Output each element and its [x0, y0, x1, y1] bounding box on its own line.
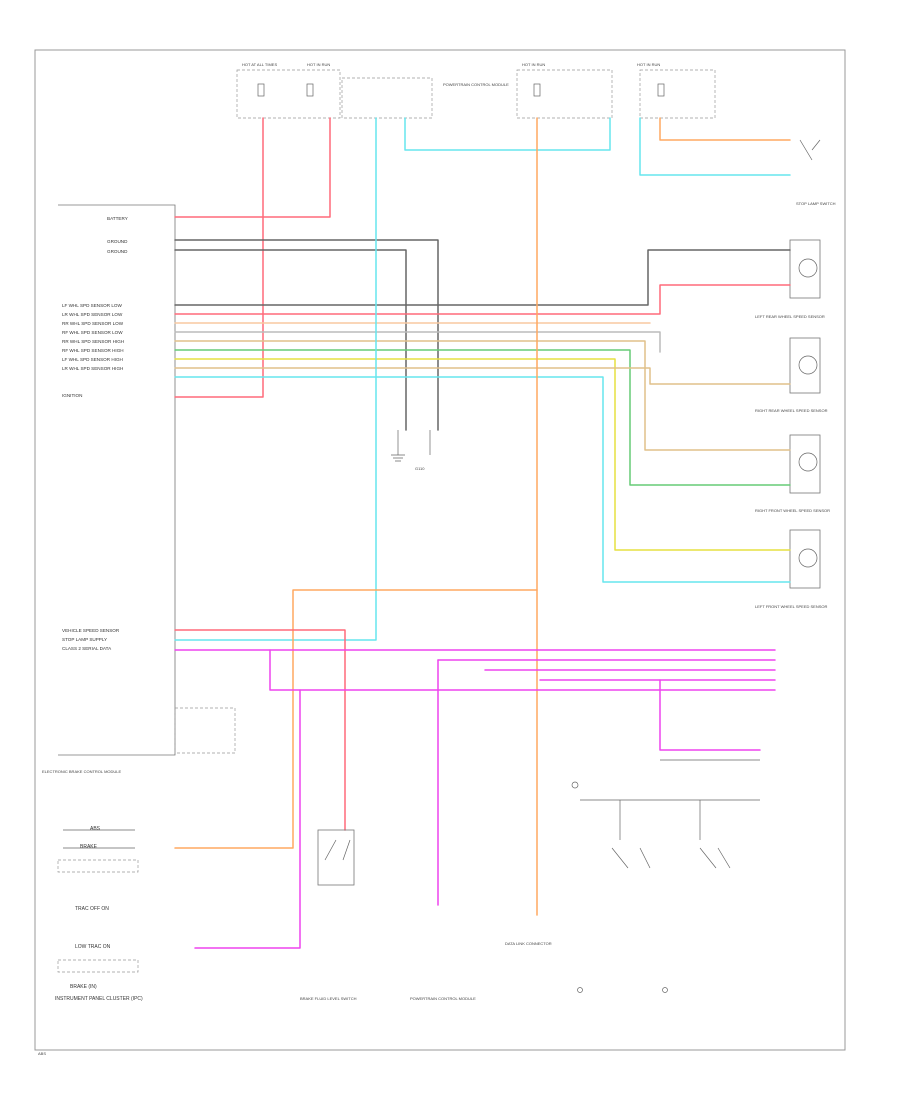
fuse-label-2: HOT IN RUN: [307, 62, 330, 67]
legend-brake-ind: BRAKE (IN): [70, 984, 97, 990]
wires: [174, 117, 791, 949]
wire-rr-tan: [174, 367, 791, 385]
wire-ground-1: [174, 239, 439, 431]
legend-low-trac: LOW TRAC ON: [75, 944, 111, 950]
wheel-sensors: LEFT REAR WHEEL SPEED SENSOR RIGHT REAR …: [755, 139, 836, 609]
wire-ignition: [174, 117, 264, 398]
wire-orange-main: [174, 117, 538, 849]
legend-brake: BRAKE: [80, 844, 98, 850]
wire-lf-low: [174, 249, 791, 306]
wire-cyan-main: [174, 117, 377, 641]
wire-class2-b: [269, 649, 776, 691]
pcm-top-label: POWERTRAIN CONTROL MODULE: [443, 82, 509, 87]
pin-lr-low: LR WHL SPD SENSOR LOW: [62, 312, 123, 317]
dlc-label: DATA LINK CONNECTOR: [505, 941, 552, 946]
pin-class2: CLASS 2 SERIAL DATA: [62, 646, 112, 651]
pin-lf-high: LF WHL SPD SENSOR HIGH: [62, 357, 123, 362]
rf-sensor-label: RIGHT FRONT WHEEL SPEED SENSOR: [755, 508, 830, 513]
pin-ground-2: GROUND: [107, 249, 128, 254]
legend-abs: ABS: [90, 826, 101, 832]
pin-ignition: IGNITION: [62, 393, 82, 398]
sensor-rf: RIGHT FRONT WHEEL SPEED SENSOR: [755, 434, 830, 513]
cluster-legend: ABS BRAKE TRAC OFF ON LOW TRAC ON BRAKE …: [55, 826, 143, 1002]
svg-text:G110: G110: [415, 466, 425, 471]
wire-bcm-gray: [580, 759, 760, 840]
rr-sensor-label: RIGHT REAR WHEEL SPEED SENSOR: [755, 408, 828, 413]
wire-rr-high: [174, 340, 791, 451]
wire-lf-high: [174, 358, 791, 551]
pin-rr-high: RR WHL SPD SENSOR HIGH: [62, 339, 124, 344]
abs-switch-label: STOP LAMP SWITCH: [796, 201, 836, 206]
pin-rr-low: RR WHL SPD SENSOR LOW: [62, 321, 124, 326]
wire-lr-high: [174, 376, 791, 583]
brake-fluid-label: BRAKE FLUID LEVEL SWITCH: [300, 996, 357, 1001]
wire-lr-low: [174, 284, 791, 315]
pin-rf-low: RF WHL SPD SENSOR LOW: [62, 330, 123, 335]
ground-symbols: G110: [391, 430, 431, 471]
diagram-frame: [34, 49, 846, 1051]
wire-ground-2: [174, 249, 407, 431]
sensor-rr: RIGHT REAR WHEEL SPEED SENSOR: [755, 337, 828, 413]
wire-rf-low: [174, 331, 661, 353]
wire-class2-bcm: [659, 679, 761, 751]
fuse-label-3: HOT IN RUN: [522, 62, 545, 67]
sensor-lf: LEFT FRONT WHEEL SPEED SENSOR: [755, 529, 827, 609]
pin-battery: BATTERY: [107, 216, 128, 221]
ebcm-module: ELECTRONIC BRAKE CONTROL MODULE BATTERY …: [42, 204, 236, 774]
lr-sensor-label: LEFT REAR WHEEL SPEED SENSOR: [755, 314, 825, 319]
wire-vss: [174, 629, 346, 831]
wire-cyan-switch: [639, 117, 791, 176]
sensor-lr: LEFT REAR WHEEL SPEED SENSOR: [755, 239, 825, 319]
pin-vss: VEHICLE SPEED SENSOR: [62, 628, 120, 633]
fuse-label-4: HOT IN RUN: [637, 62, 660, 67]
wire-rf-high: [174, 349, 791, 486]
lower-components: BRAKE FLUID LEVEL SWITCH POWERTRAIN CONT…: [300, 781, 731, 1001]
pcm-lower-label: POWERTRAIN CONTROL MODULE: [410, 996, 476, 1001]
cluster-title: INSTRUMENT PANEL CLUSTER (IPC): [55, 996, 143, 1002]
legend-trac-off: TRAC OFF ON: [75, 906, 109, 912]
pin-lf-low: LF WHL SPD SENSOR LOW: [62, 303, 122, 308]
top-fuse-block: HOT AT ALL TIMES HOT IN RUN HOT IN RUN H…: [236, 62, 716, 119]
wire-class2-cluster: [194, 689, 301, 949]
wire-orange-top: [659, 117, 791, 141]
page-mark: ABS: [38, 1051, 46, 1056]
lf-sensor-label: LEFT FRONT WHEEL SPEED SENSOR: [755, 604, 827, 609]
pin-stop-lamp: STOP LAMP SUPPLY: [62, 637, 107, 642]
wire-battery: [174, 117, 331, 218]
wire-cyan-top: [404, 117, 611, 151]
fuse-label-1: HOT AT ALL TIMES: [242, 62, 277, 67]
pin-rf-high: RF WHL SPD SENSOR HIGH: [62, 348, 124, 353]
pin-ground-1: GROUND: [107, 239, 128, 244]
ebcm-title: ELECTRONIC BRAKE CONTROL MODULE: [42, 769, 122, 774]
pin-lr-high: LR WHL SPD SENSOR HIGH: [62, 366, 123, 371]
